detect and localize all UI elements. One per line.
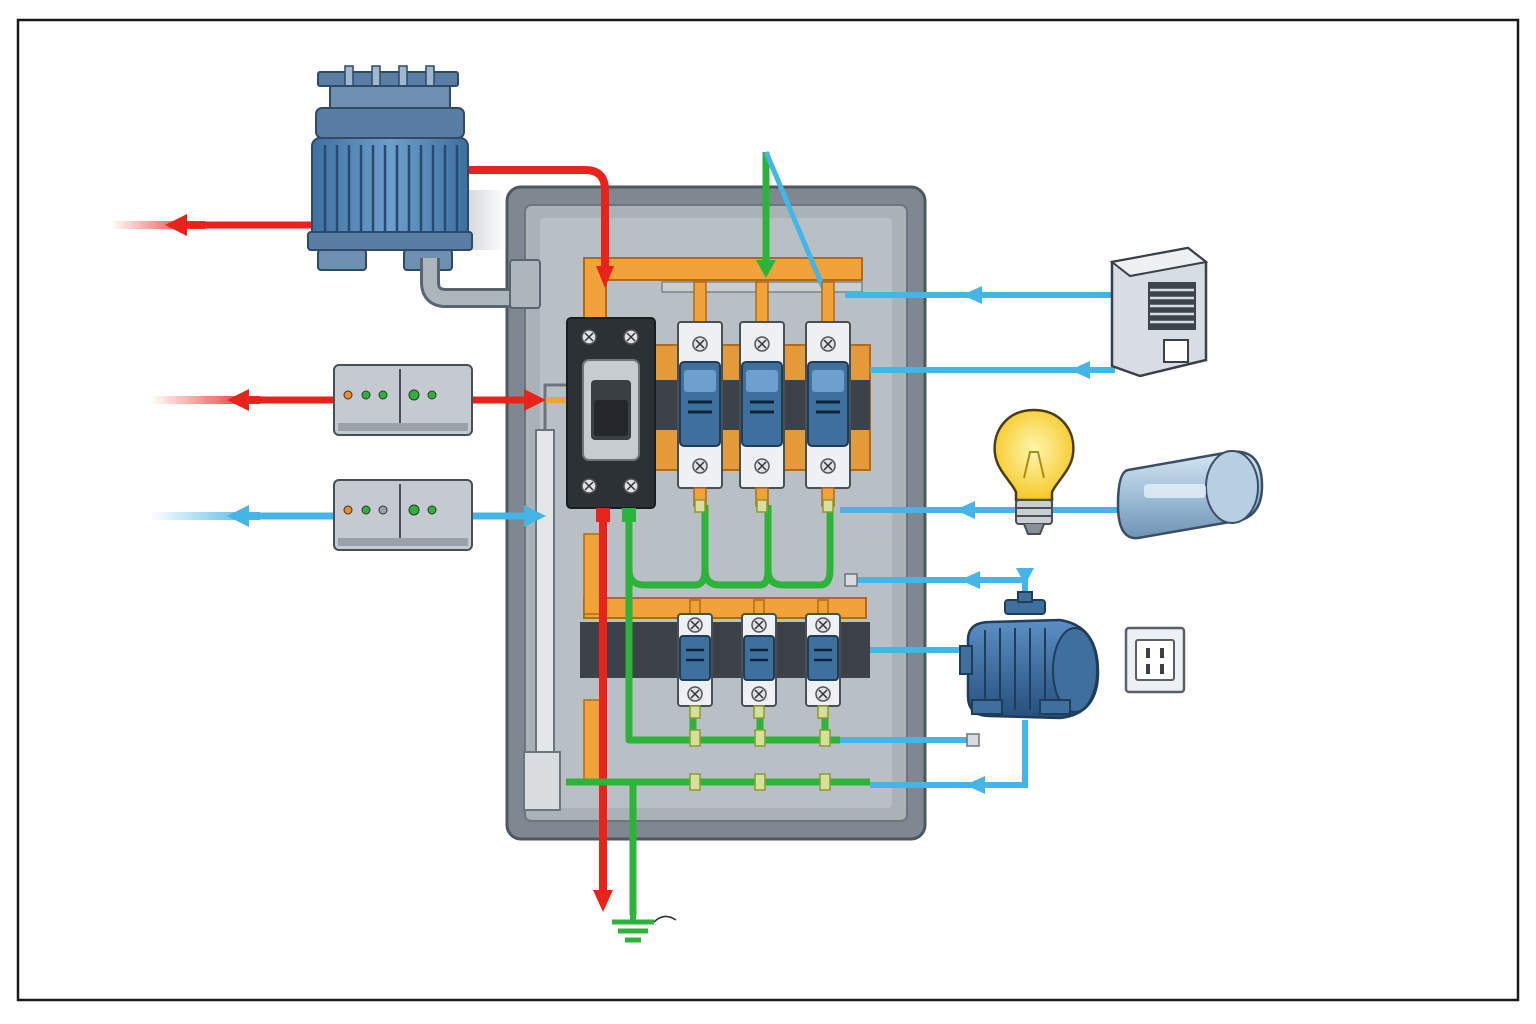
neutral-terminal [844,573,858,587]
earth-terminals [689,729,831,791]
upper-breakers [677,281,851,513]
circuit-breaker-icon [741,599,777,719]
neutral-load-arrows [955,286,1090,794]
wall-socket-icon [1124,626,1186,694]
light-bulb-icon [993,408,1075,535]
neutral-supply-arrows [150,505,546,527]
transformer-icon [307,65,541,309]
meter-icon [333,479,473,551]
motor-icon [959,591,1100,720]
earth-arrow [756,260,776,278]
neutral-terminal [966,733,980,747]
circuit-breaker-icon [805,599,841,719]
line-conductor [462,166,614,912]
earth-lead-blue [763,151,828,293]
circuit-breaker-icon [805,281,851,513]
line-supply-arrows [110,190,575,411]
lower-breakers [677,599,841,719]
air-conditioner-icon [1109,246,1209,378]
circuit-breaker-icon [677,599,713,719]
circuit-breaker-icon [677,281,723,513]
circuit-breaker-icon [739,281,785,513]
meter-icon [333,364,473,436]
earth-ground-icon [612,905,677,943]
water-heater-icon [1116,450,1264,540]
main-switch [566,317,656,522]
neutral-bar [523,383,568,811]
